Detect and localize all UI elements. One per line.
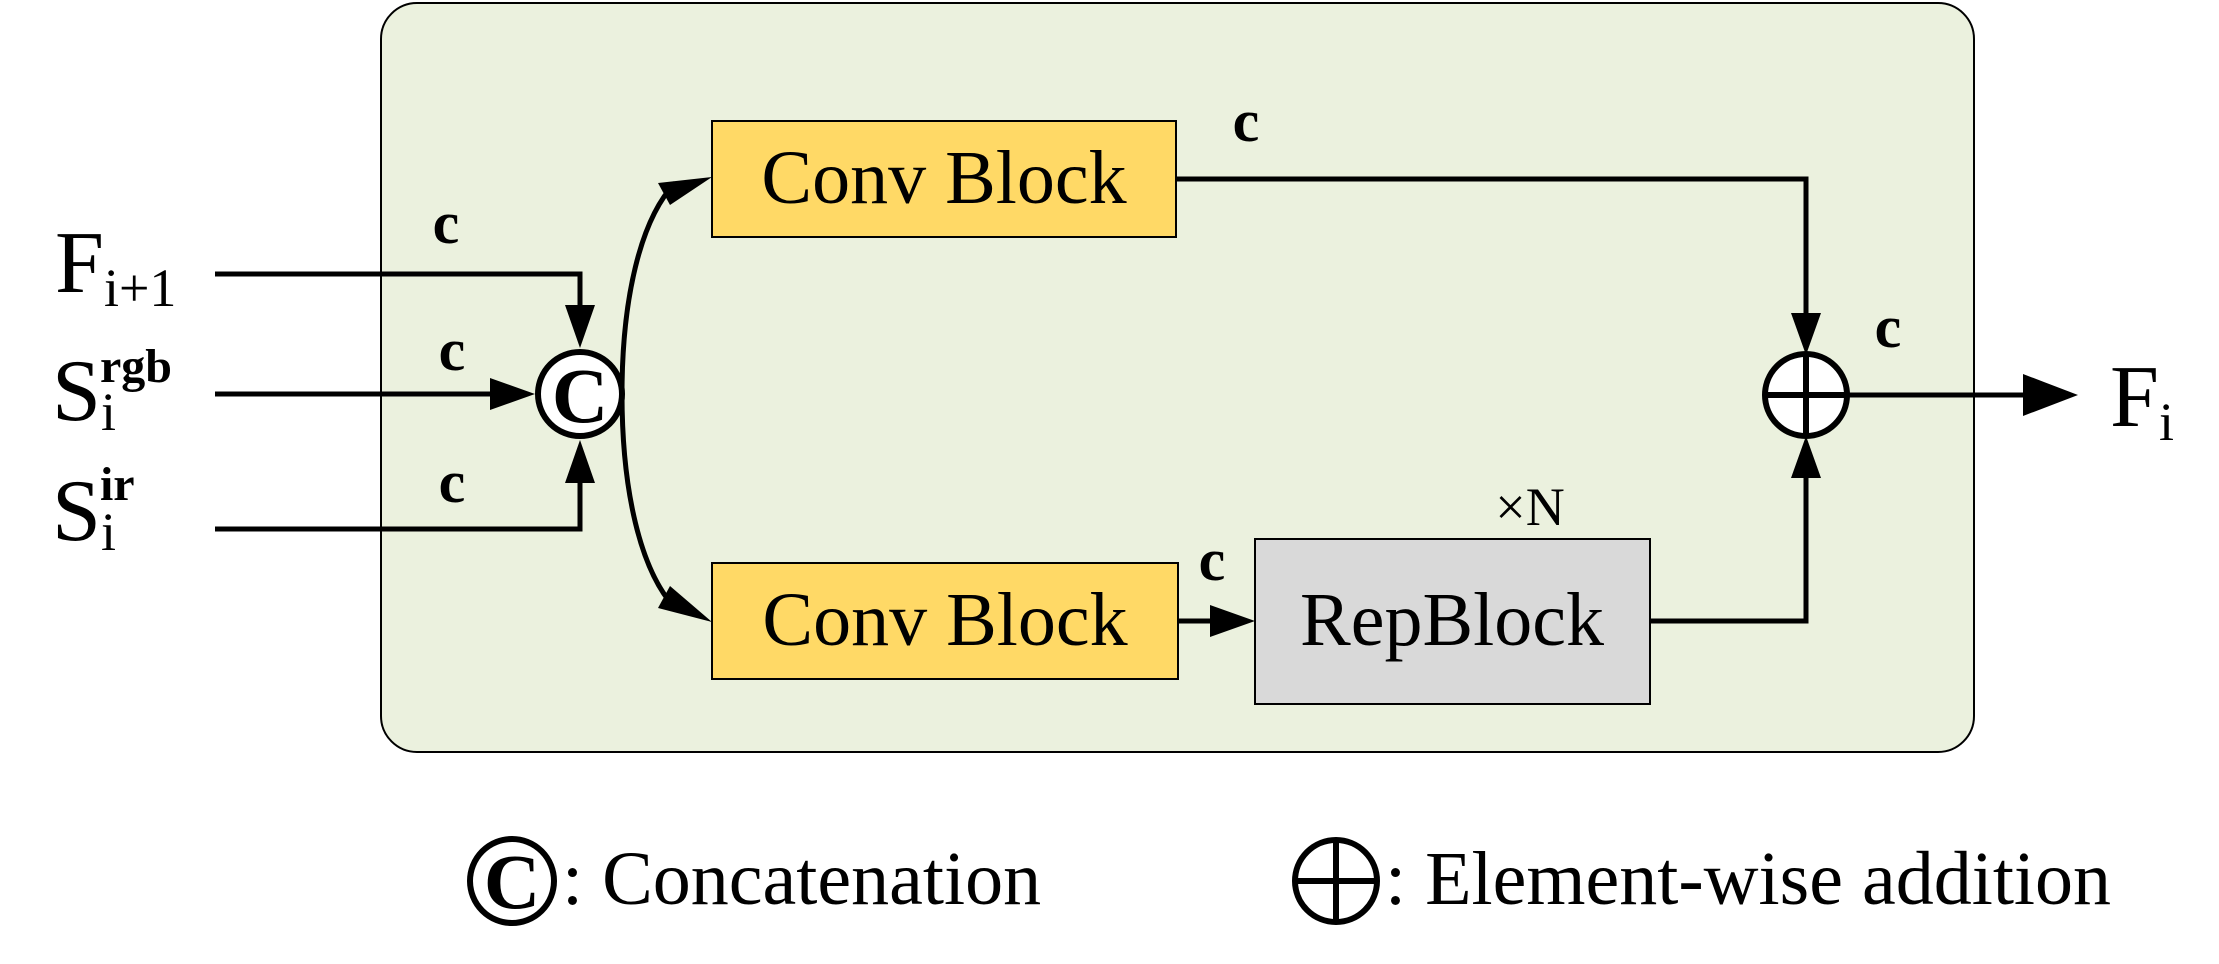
legend-concat-icon	[467, 836, 557, 926]
input-label-s-rgb: Sirgb	[52, 340, 172, 442]
legend-concat-symbol: C	[484, 838, 540, 925]
input-s-rgb-sup: rgb	[100, 340, 172, 393]
top-branch-arrowhead	[1791, 313, 1821, 355]
channel-label-conv-top: c	[1233, 88, 1260, 154]
repblock-repeat-label: ×N	[1495, 477, 1564, 537]
output-label-f-i: Fi	[2110, 349, 2174, 452]
conv-to-rep-arrowhead	[1210, 605, 1255, 637]
input-s-ir-base: S	[52, 463, 101, 560]
f-next-arrowhead	[565, 305, 595, 348]
channel-label-conv-bottom: c	[1199, 527, 1226, 593]
top-branch-connector	[1176, 176, 1809, 320]
input-f-next-sub: i+1	[104, 258, 176, 318]
input-s-rgb-base: S	[52, 343, 101, 440]
conv-block-top	[711, 120, 1177, 238]
legend-concat-label: : Concatenation	[562, 837, 1041, 921]
split-upper-curve	[619, 181, 677, 395]
channel-label-f-next: c	[433, 190, 460, 256]
output-f-i-sub: i	[2159, 392, 2174, 452]
s-ir-arrowhead	[565, 440, 595, 483]
legend-add-label: : Element-wise addition	[1385, 837, 2111, 921]
split-upper-arrowhead	[658, 177, 712, 205]
channel-label-s-rgb: c	[439, 317, 466, 383]
conv-block-bottom-label: Conv Block	[762, 578, 1127, 662]
concat-symbol: C	[552, 352, 608, 439]
output-arrowhead	[2023, 374, 2078, 416]
split-lower-arrowhead	[658, 586, 712, 622]
input-s-ir-sub: i	[101, 502, 116, 562]
input-label-s-ir: Siir	[52, 458, 135, 562]
bottom-branch-arrowhead	[1791, 436, 1821, 478]
conv-block-top-label: Conv Block	[761, 136, 1126, 220]
output-f-i-base: F	[2110, 349, 2159, 446]
input-s-ir-sup: ir	[100, 458, 135, 511]
conv-block-bottom	[711, 562, 1179, 680]
input-s-rgb-sub: i	[101, 382, 116, 442]
repblock-label: RepBlock	[1300, 578, 1604, 662]
channel-label-output: c	[1875, 294, 1902, 360]
split-lower-curve	[619, 393, 677, 610]
bottom-branch-connector	[1650, 470, 1809, 624]
input-f-next-base: F	[55, 215, 104, 312]
channel-label-s-ir: c	[439, 449, 466, 515]
input-label-f-next: Fi+1	[55, 215, 176, 318]
s-rgb-arrowhead	[490, 378, 535, 410]
